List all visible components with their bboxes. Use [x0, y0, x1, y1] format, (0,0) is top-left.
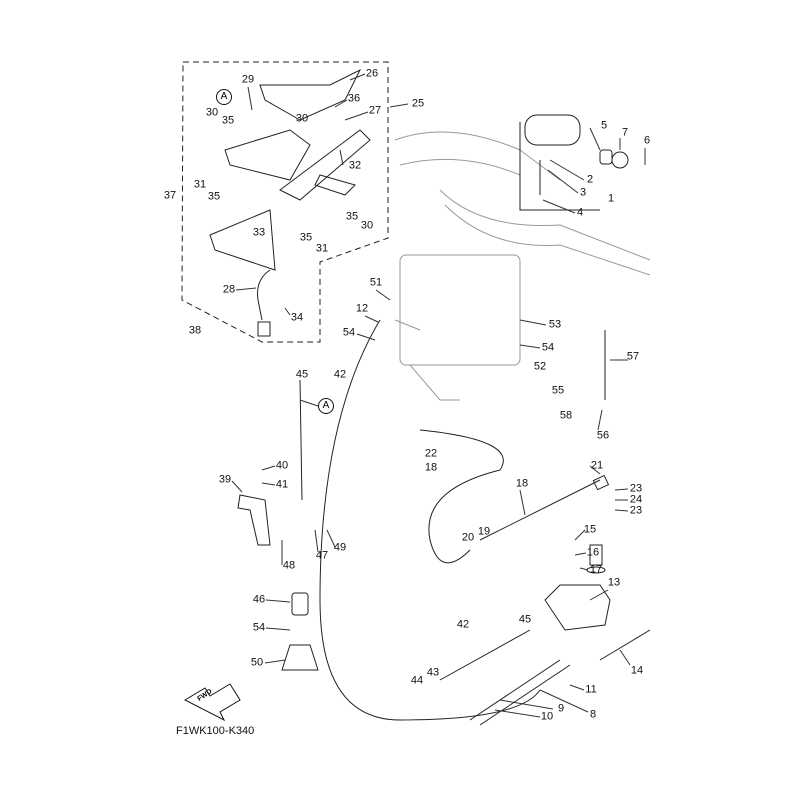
part-callout: 37	[163, 189, 177, 202]
leader-lines	[231, 73, 646, 718]
part-callout: 13	[607, 576, 621, 589]
part-callout: 45	[295, 368, 309, 381]
part-callout: 40	[275, 459, 289, 472]
part-callout: 23	[629, 504, 643, 517]
part-callout: 25	[411, 97, 425, 110]
part-callout: 30	[295, 112, 309, 125]
part-callout: 1	[607, 192, 615, 205]
part-callout: 44	[410, 674, 424, 687]
part-callout: 4	[576, 206, 584, 219]
part-callout: 24	[629, 493, 643, 506]
part-callout: 23	[629, 482, 643, 495]
bracket-39	[237, 494, 271, 546]
part-callout: 35	[345, 210, 359, 223]
ref-marker-a: A	[216, 89, 232, 105]
part-callout: 26	[365, 67, 379, 80]
part-callout: 47	[315, 549, 329, 562]
part-callout: 22	[424, 447, 438, 460]
part-callout: 58	[559, 409, 573, 422]
part-callout: 16	[586, 546, 600, 559]
part-callout: 56	[596, 429, 610, 442]
part-callout: 52	[533, 360, 547, 373]
part-callout: 51	[369, 276, 383, 289]
part-callout: 9	[557, 702, 565, 715]
part-callout: 42	[333, 368, 347, 381]
part-callout: 57	[626, 350, 640, 363]
part-callout: 27	[368, 104, 382, 117]
part-callout: 12	[355, 302, 369, 315]
part-callout: 11	[585, 683, 597, 696]
subassembly-dashed-box	[181, 61, 389, 343]
part-callout: 31	[315, 242, 329, 255]
part-callout: 17	[589, 563, 603, 576]
part-callout: 43	[426, 666, 440, 679]
part-callout: 31	[193, 178, 207, 191]
grip-assembly	[519, 114, 629, 211]
part-callout: 7	[621, 126, 629, 139]
throttle-lever-bracket	[209, 68, 371, 337]
shift-cable-loop	[419, 429, 504, 564]
part-callout: 21	[590, 459, 604, 472]
part-callout: 35	[221, 114, 235, 127]
part-callout: 30	[205, 106, 219, 119]
part-callout: 29	[241, 73, 255, 86]
part-callout: 36	[347, 92, 361, 105]
part-callout: 45	[518, 613, 532, 626]
grommet-50	[281, 644, 319, 671]
part-callout: 10	[540, 710, 554, 723]
part-callout: 49	[333, 541, 347, 554]
part-callout: 18	[515, 477, 529, 490]
part-callout: 54	[342, 326, 356, 339]
steering-column	[394, 131, 651, 401]
part-callout: 46	[252, 593, 266, 606]
part-callout: 39	[218, 473, 232, 486]
part-callout: 20	[461, 531, 475, 544]
part-callout: 41	[275, 478, 289, 491]
part-callout: 48	[282, 559, 296, 572]
part-callout: 42	[456, 618, 470, 631]
control-box	[544, 584, 611, 631]
shift-cable	[479, 479, 601, 541]
harness	[469, 659, 571, 726]
part-callout: 19	[477, 525, 491, 538]
part-callout: 53	[548, 318, 562, 331]
ref-marker-a: A	[318, 398, 334, 414]
part-callout: 15	[583, 523, 597, 536]
part-callout: 5	[600, 119, 608, 132]
part-callout: 28	[222, 283, 236, 296]
part-callout: 54	[252, 621, 266, 634]
part-callout: 18	[424, 461, 438, 474]
part-callout: 34	[290, 311, 304, 324]
cable-42	[439, 629, 531, 681]
part-callout: 32	[348, 159, 362, 172]
part-callout: 2	[586, 173, 594, 186]
part-callout: 14	[630, 664, 644, 677]
part-callout: 35	[299, 231, 313, 244]
part-callout: 8	[589, 708, 597, 721]
cable-14	[599, 629, 651, 661]
part-callout: 38	[188, 324, 202, 337]
part-callout: 55	[551, 384, 565, 397]
part-callout: 54	[541, 341, 555, 354]
diagram-code: F1WK100-K340	[176, 725, 255, 737]
part-callout: 35	[207, 190, 221, 203]
part-callout: 33	[252, 226, 266, 239]
part-callout: 3	[579, 186, 587, 199]
part-callout: 6	[643, 134, 651, 147]
sleeve-46	[291, 592, 309, 616]
part-callout: 50	[250, 656, 264, 669]
part-callout: 30	[360, 219, 374, 232]
fwd-arrow	[183, 683, 241, 722]
